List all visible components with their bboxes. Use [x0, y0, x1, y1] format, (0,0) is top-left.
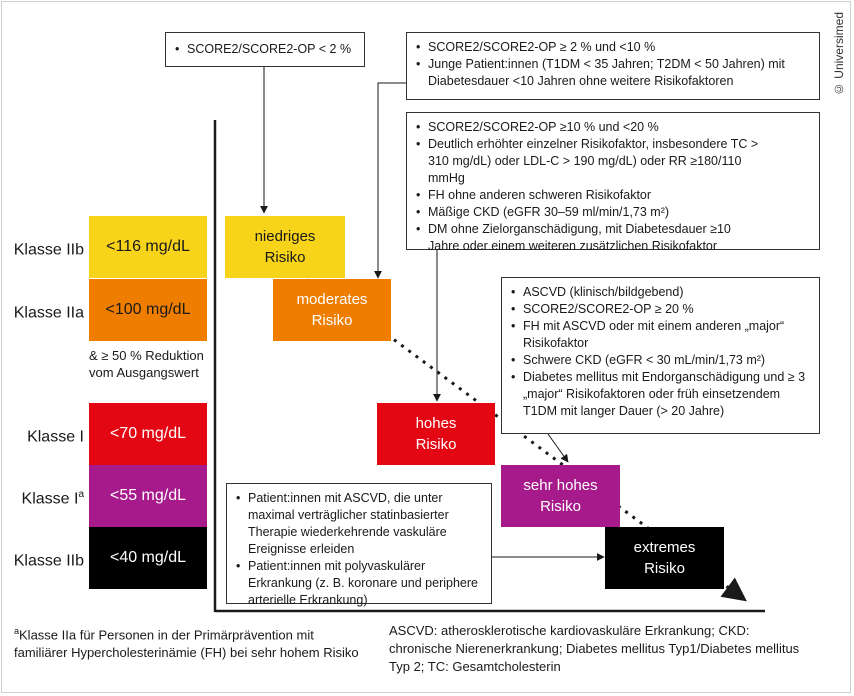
arrow-very-high	[547, 433, 569, 463]
criteria-very-high-item: Diabetes mellitus mit Endorganschädigung…	[511, 369, 810, 420]
criteria-extreme-box: Patient:innen mit ASCVD, die unter maxim…	[226, 483, 492, 607]
criteria-very-high-item: Schwere CKD (eGFR < 30 mL/min/1,73 m²)	[511, 352, 810, 369]
footnote: aKlasse IIa für Personen in der Primärpr…	[14, 626, 359, 661]
criteria-high-item: Mäßige CKD (eGFR 30–59 ml/min/1,73 m²)	[416, 204, 810, 221]
risk-extreme: extremes Risiko	[605, 527, 724, 589]
class-label-4: Klasse Ia	[21, 489, 84, 508]
class-label-1: Klasse IIb	[13, 241, 84, 259]
criteria-very-high-item: FH mit ASCVD oder mit einem anderen „maj…	[511, 318, 810, 352]
criteria-high-item: Deutlich erhöhter einzelner Risikofaktor…	[416, 136, 810, 187]
ldl-target-100: <100 mg/dL	[89, 279, 207, 341]
ldl-target-70: <70 mg/dL	[89, 403, 207, 465]
criteria-moderate-box: SCORE2/SCORE2-OP ≥ 2 % und <10 % Junge P…	[406, 32, 820, 100]
risk-very-high: sehr hohes Risiko	[501, 465, 620, 527]
criteria-low-item: SCORE2/SCORE2-OP < 2 %	[175, 41, 355, 58]
criteria-high-box: SCORE2/SCORE2-OP ≥10 % und <20 % Deutlic…	[406, 112, 820, 253]
class-label-2: Klasse IIa	[13, 304, 84, 322]
criteria-extreme-item: Patient:innen mit ASCVD, die unter maxim…	[236, 490, 482, 558]
abbreviations: ASCVD: atherosklerotische kardiovaskulär…	[389, 623, 800, 674]
ldl-target-40: <40 mg/dL	[89, 527, 207, 589]
criteria-high-item: FH ohne anderen schweren Risikofaktor	[416, 187, 810, 204]
class-label-3: Klasse I	[27, 428, 84, 446]
ldl-target-55: <55 mg/dL	[89, 465, 207, 527]
risk-low: niedriges Risiko	[225, 216, 345, 278]
reduction-note: & ≥ 50 % Reduktion vom Ausgangswert	[89, 348, 204, 380]
criteria-very-high-item: ASCVD (klinisch/bildgebend)	[511, 284, 810, 301]
criteria-very-high-item: SCORE2/SCORE2-OP ≥ 20 %	[511, 301, 810, 318]
class-label-5: Klasse IIb	[13, 552, 84, 570]
risk-high: hohes Risiko	[377, 403, 495, 465]
criteria-high-item: DM ohne Zielorganschädigung, mit Diabete…	[416, 221, 810, 255]
risk-moderate: moderates Risiko	[273, 279, 391, 341]
arrow-moderate	[374, 82, 406, 279]
ldl-target-116: <116 mg/dL	[89, 216, 207, 278]
criteria-moderate-item: SCORE2/SCORE2-OP ≥ 2 % und <10 %	[416, 39, 810, 56]
criteria-low-box: SCORE2/SCORE2-OP < 2 %	[165, 32, 365, 67]
criteria-high-item: SCORE2/SCORE2-OP ≥10 % und <20 %	[416, 119, 810, 136]
criteria-very-high-box: ASCVD (klinisch/bildgebend) SCORE2/SCORE…	[501, 277, 820, 434]
criteria-extreme-item: Patient:innen mit polyvaskulärer Erkrank…	[236, 558, 482, 609]
criteria-moderate-item: Junge Patient:innen (T1DM < 35 Jahren; T…	[416, 56, 810, 90]
